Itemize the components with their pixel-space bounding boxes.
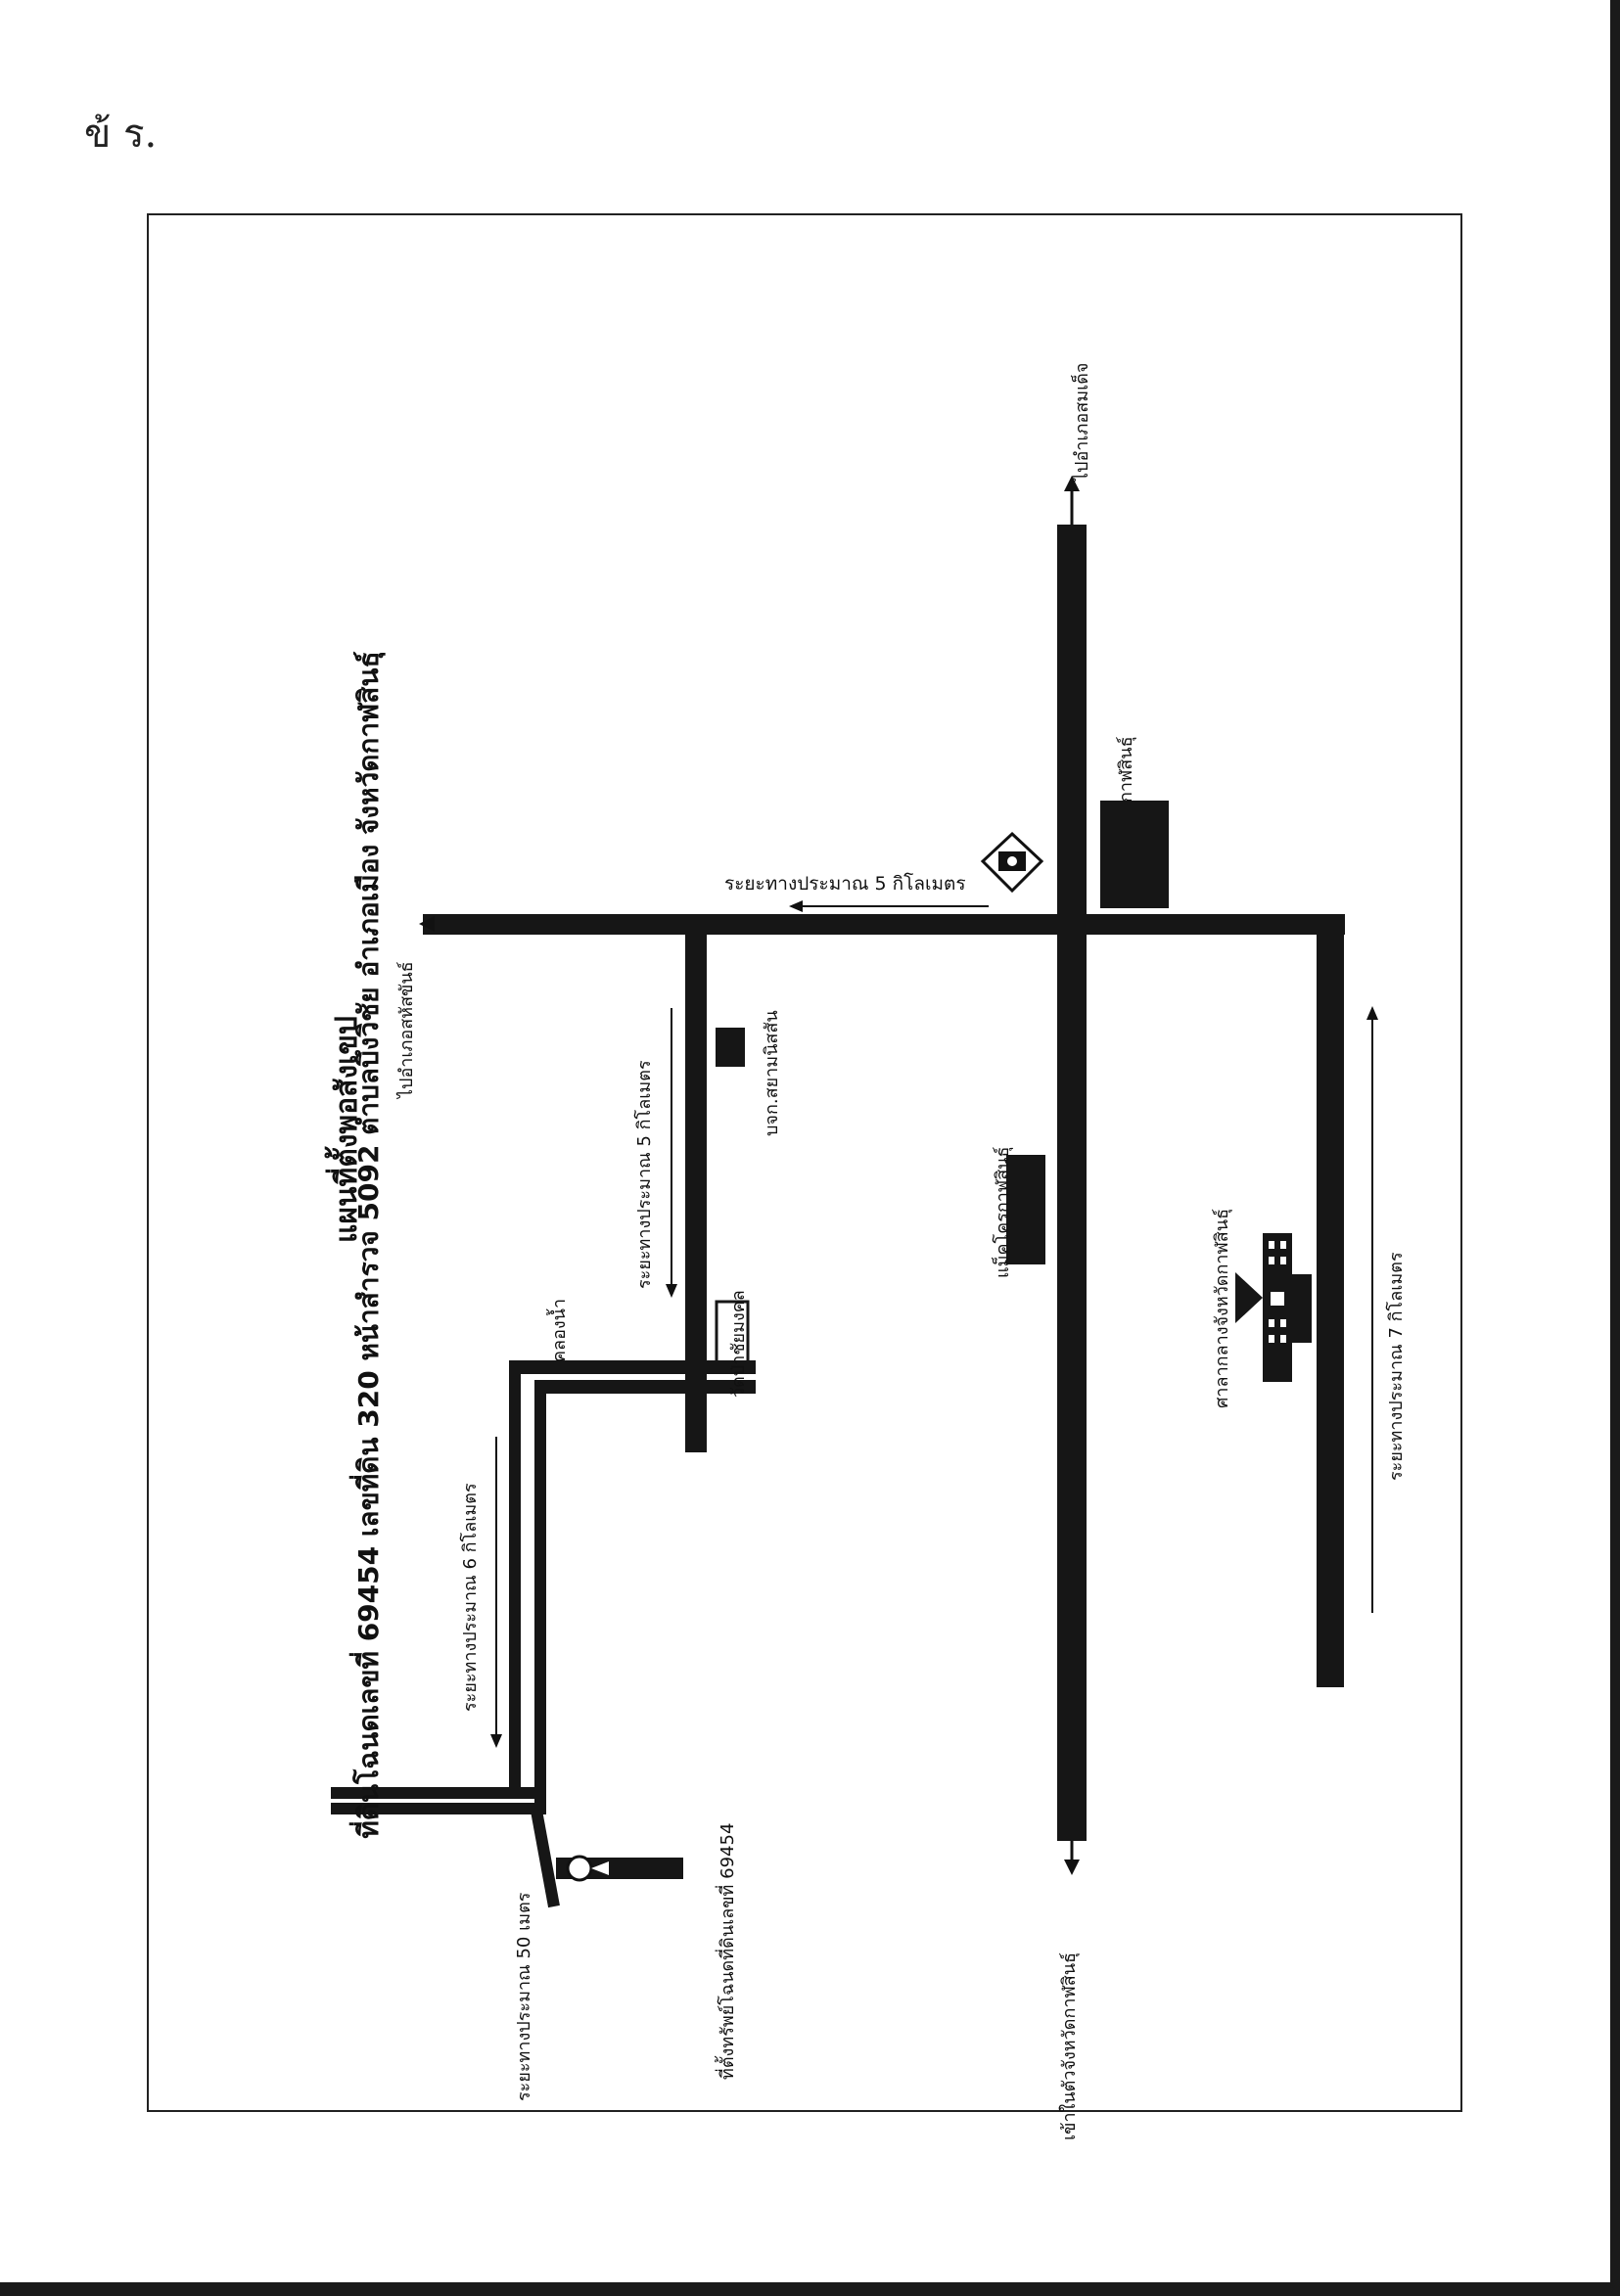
label-site: ที่ตั้งทรัพย์โฉนดที่ดินเลขที่ 69454 <box>717 1822 738 2080</box>
location-pin-icon <box>556 1855 683 1882</box>
label-dist-5km-mid: ระยะทางประมาณ 5 กิโลเมตร <box>634 1060 655 1289</box>
label-dist-5km-north: ระยะทางประมาณ 5 กิโลเมตร <box>724 873 966 895</box>
road-right-vertical <box>1317 914 1344 1687</box>
road-middle-vertical <box>685 924 707 1452</box>
road-main-horizontal <box>423 914 1345 935</box>
dist-arrow-5km-north-head <box>789 900 803 912</box>
government-building-icon <box>1235 1233 1312 1382</box>
handwritten-mark: ข้ ร. <box>84 112 158 157</box>
label-kalasin-store: กาฬสินธุ์ <box>1116 736 1136 803</box>
label-to-sahatsakhan: ไปอำเภอสหัสขันธ์ <box>396 961 417 1098</box>
dist-arrow-7km-head <box>1366 1006 1378 1020</box>
road-left-vertical-inner <box>534 1380 546 1809</box>
map-subtitle: ที่ดินโฉนดเลขที่ 69454 เลขที่ดิน 320 หน้… <box>352 651 385 1839</box>
siam-nissan-block <box>716 1028 745 1067</box>
label-dist-50m: ระยะทางประมาณ 50 เมตร <box>514 1892 534 2101</box>
label-dist-7km: ระยะทางประมาณ 7 กิโลเมตร <box>1386 1252 1407 1481</box>
road-bottom-outer <box>331 1787 536 1799</box>
page-edge-right <box>1610 0 1620 2296</box>
road-bottom-inner <box>331 1803 546 1814</box>
page-edge-bottom <box>0 2282 1620 2296</box>
label-into-city: เข้าในตัวจังหวัดกาฬสินธุ์ <box>1059 1952 1080 2140</box>
arrow-sahatsakhan-head <box>419 916 435 932</box>
label-court: ศาลากลางจังหวัดกาฬสินธุ์ <box>1212 1208 1232 1408</box>
label-temple: วัดป่าชัยมงคล <box>728 1290 749 1398</box>
label-canal: คลองน้ำ <box>549 1298 570 1362</box>
lane-to-site <box>531 1809 560 1908</box>
label-makro: แม็คโครกาฬสินธุ์ <box>993 1146 1013 1278</box>
label-siam-nissan: บจก.สยามนิสสัน <box>762 1010 782 1136</box>
kalasin-store-block <box>1100 801 1169 908</box>
arrow-somdet-head <box>1064 476 1080 491</box>
dist-arrow-5km-mid-head <box>666 1284 677 1298</box>
road-cross-outer <box>509 1360 756 1374</box>
arrow-city-head <box>1064 1860 1080 1875</box>
road-cross-inner <box>536 1380 756 1394</box>
road-main-vertical <box>1057 525 1087 1841</box>
map-frame <box>147 213 1462 2112</box>
label-dist-6km: ระยะทางประมาณ 6 กิโลเมตร <box>460 1483 481 1712</box>
traffic-light-icon <box>980 831 1044 894</box>
label-to-somdet: ไปอำเภอสมเด็จ <box>1072 362 1092 482</box>
dist-arrow-6km-head <box>490 1734 502 1748</box>
road-left-vertical-outer <box>509 1360 521 1791</box>
temple-block <box>715 1300 750 1370</box>
makro-block <box>1006 1155 1045 1264</box>
